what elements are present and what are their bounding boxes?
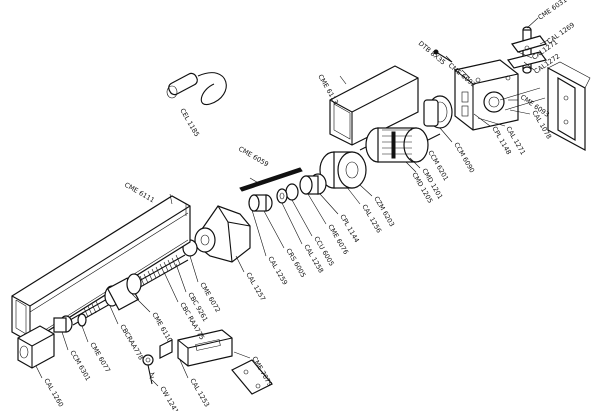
label-cme6031: CME 6031: [537, 0, 569, 22]
label-cme6077: CME 6077: [88, 341, 112, 374]
label-cal1260: CAL 1260: [42, 377, 65, 408]
collar-ccm6301: [53, 315, 73, 333]
gear-housing-czm: [319, 151, 367, 189]
screw-dtb: [433, 49, 453, 63]
label-cme6059: CME 6059: [237, 145, 270, 169]
motor-end-housing: [454, 59, 546, 131]
label-cal1259: CAL 1259: [266, 255, 289, 286]
label-cbc-raa778: CBCRAA778: [118, 323, 145, 361]
bushing-crs: [248, 194, 273, 212]
brush-ring: [423, 95, 453, 129]
rod-cme6059: [239, 167, 303, 192]
wall-bracket: [547, 61, 591, 152]
label-cel1185: CEL 1185: [178, 107, 201, 138]
carriage-nut-cme6110: [104, 273, 142, 311]
capacitor-cel1185: [166, 72, 227, 106]
collar-cme6077: [77, 313, 87, 327]
armature-rotor: [359, 127, 441, 163]
gearbox-housing: [182, 205, 251, 263]
label-ccm6301: CCM 6301: [68, 349, 92, 382]
ring-ccu: [276, 183, 299, 204]
label-cal1257: CAL 1257: [244, 271, 267, 302]
key-cw1241: [142, 354, 155, 385]
label-crs6005: CRS 6005: [284, 247, 307, 279]
label-cme6110: CME 6110: [150, 311, 174, 344]
lock-bracket-cal1253: [159, 329, 233, 367]
coupling-cpl: [299, 173, 327, 195]
label-dtb: DTB 8X35: [417, 39, 447, 66]
pivot-pin-assembly: [506, 26, 548, 74]
end-cap-cal1260: [17, 325, 55, 369]
motor-casing: [329, 65, 419, 146]
label-cme6111: CME 6111: [123, 181, 156, 205]
mounting-plate-cme7079: [231, 359, 273, 395]
leader-lines: [35, 17, 549, 387]
label-ccm6090: CCM 6090: [452, 141, 476, 174]
label-cw1241: CW 1241: [158, 385, 180, 411]
label-cal1253: CAL 1253: [188, 377, 211, 408]
label-cme6113: CME 6113: [316, 73, 340, 106]
